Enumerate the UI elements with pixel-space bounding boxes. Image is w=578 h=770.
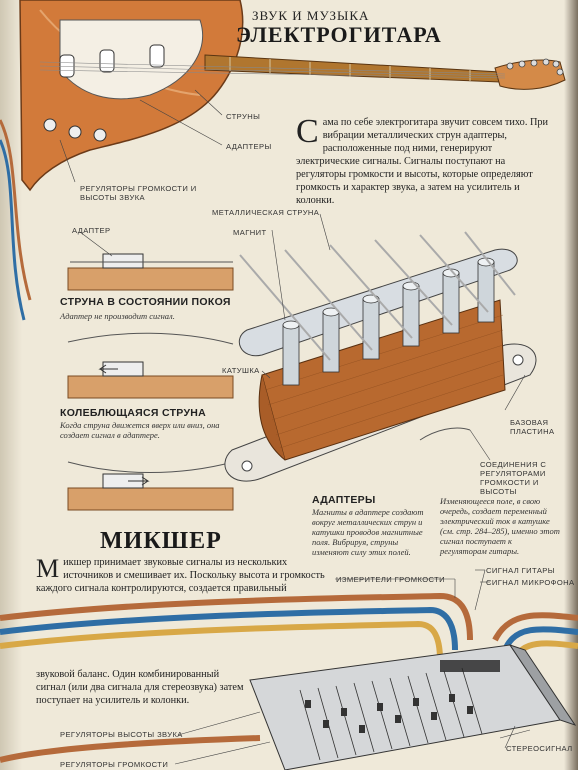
mixer-dropcap: М [36,554,60,583]
vibrating-state-text: Когда струна движется вверх или вниз, он… [60,420,220,440]
mixer-leader-lines [335,569,490,611]
label-adapters: АДАПТЕРЫ [226,142,272,151]
label-controls: РЕГУЛЯТОРЫ ГРОМКОСТИ И ВЫСОТЫ ЗВУКА [80,184,197,202]
page-title: ЭЛЕКТРОГИТАРА [236,22,442,47]
label-magnet: МАГНИТ [233,228,267,237]
label-stereo-signal: СТЕРЕОСИГНАЛ [506,744,573,753]
page-gutter [0,0,22,770]
label-volume-meters: ИЗМЕРИТЕЛИ ГРОМКОСТИ [336,575,446,584]
label-volume-controls: РЕГУЛЯТОРЫ ГРОМКОСТИ [60,760,169,769]
pickup-illustration [224,213,537,482]
label-metal-string: МЕТАЛЛИЧЕСКАЯ СТРУНА [212,208,320,217]
page-edge [564,0,578,770]
label-guitar-signal: СИГНАЛ ГИТАРЫ [486,566,555,575]
label-pitch-controls: РЕГУЛЯТОРЫ ВЫСОТЫ ЗВУКА [60,730,183,739]
label-coil: КАТУШКА [222,366,260,375]
cable-lines-left [0,119,32,321]
mixer-title: МИКШЕР [100,528,222,554]
label-mic-signal: СИГНАЛ МИКРОФОНА [486,578,575,587]
mixer-text-2: звуковой баланс. Один комбинированный си… [36,669,244,706]
rest-state-title: СТРУНА В СОСТОЯНИИ ПОКОЯ [60,296,231,308]
label-strings: СТРУНЫ [226,112,261,121]
adapters-caption-text: Магниты в адаптере создают вокруг металл… [312,507,424,557]
intro-text: ама по себе электрогитара звучит совсем … [296,117,549,206]
mixer-illustration [174,644,577,770]
intro-dropcap: С [296,113,319,150]
mixer-cables [0,592,578,763]
string-state-diagrams [67,231,234,511]
label-base-plate: БАЗОВАЯ ПЛАСТИНА [510,418,555,436]
label-adapter: АДАПТЕР [72,226,111,235]
adapters-caption-title: АДАПТЕРЫ [312,494,376,506]
section-label: ЗВУК И МУЗЫКА [252,8,370,23]
guitar-illustration [19,0,566,192]
vibrating-state-title: КОЛЕБЛЮЩАЯСЯ СТРУНА [60,407,207,419]
adapters-caption-text-2: Изменяющееся поле, в свою очередь, созда… [440,496,560,556]
mixer-text-1: икшер принимает звуковые сигналы из неск… [36,557,325,594]
rest-state-text: Адаптер не производит сигнал. [60,311,175,321]
label-connections: СОЕДИНЕНИЯ С РЕГУЛЯТОРАМИ ГРОМКОСТИ И ВЫ… [480,460,547,496]
